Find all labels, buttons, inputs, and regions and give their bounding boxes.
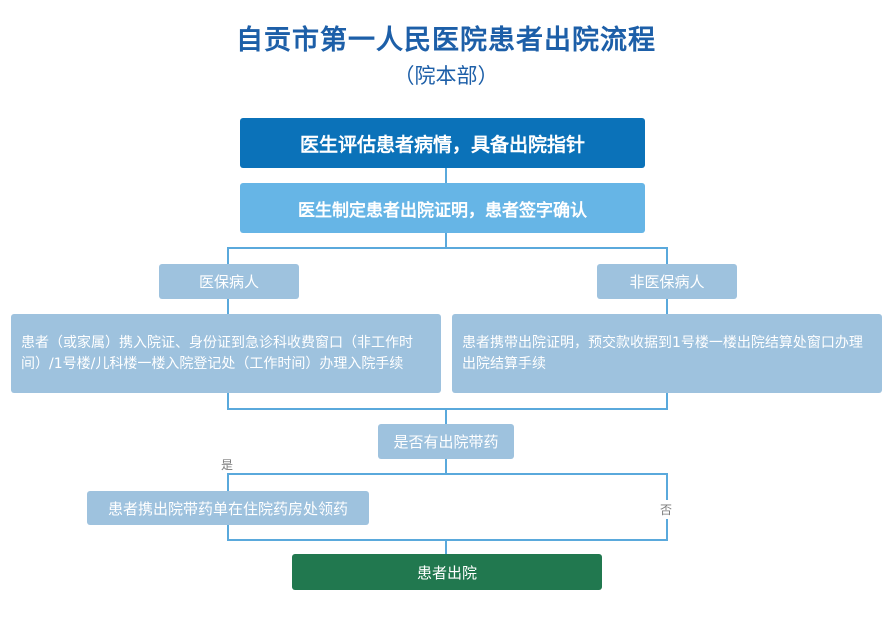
page-title: 自贡市第一人民医院患者出院流程 <box>236 25 656 56</box>
connector-uninsured-label-detail <box>666 299 668 314</box>
connector-insured-detail-down <box>227 393 229 409</box>
insured-detail-box: 患者（或家属）携入院证、身份证到急诊科收费窗口（非工作时间）/1号楼/儿科楼一楼… <box>11 314 441 393</box>
connector-to-discharge <box>445 539 447 554</box>
insured-patient-box: 医保病人 <box>159 264 299 299</box>
connector-to-insured <box>227 247 229 264</box>
connector-uninsured-detail-down <box>666 393 668 409</box>
medicine-question-text: 是否有出院带药 <box>393 433 499 451</box>
connector-pickup-down <box>227 525 229 540</box>
discharge-box: 患者出院 <box>292 554 602 590</box>
uninsured-patient-box: 非医保病人 <box>597 264 737 299</box>
connector-assess-certificate <box>445 168 447 183</box>
medicine-question-box: 是否有出院带药 <box>378 424 514 459</box>
uninsured-detail-box: 患者携带出院证明，预交款收据到1号楼一楼出院结算处窗口办理出院结算手续 <box>452 314 882 393</box>
connector-merge-to-question <box>445 408 447 424</box>
discharge-text: 患者出院 <box>416 563 477 582</box>
pickup-medicine-text: 患者携出院带药单在住院药房处领药 <box>107 499 348 518</box>
step-certificate-text: 医生制定患者出院证明，患者签字确认 <box>298 200 587 221</box>
insured-detail-text: 患者（或家属）携入院证、身份证到急诊科收费窗口（非工作时间）/1号楼/儿科楼一楼… <box>21 334 413 372</box>
connector-insured-label-detail <box>227 299 229 314</box>
step-certificate-box: 医生制定患者出院证明，患者签字确认 <box>240 183 645 233</box>
connector-question-down <box>445 459 447 474</box>
uninsured-detail-text: 患者携带出院证明，预交款收据到1号楼一楼出院结算处窗口办理出院结算手续 <box>462 334 863 372</box>
connector-merge-horizontal <box>227 408 668 410</box>
insured-patient-label: 医保病人 <box>198 273 259 291</box>
step-assess-box: 医生评估患者病情，具备出院指针 <box>240 118 645 168</box>
connector-final-horizontal <box>227 539 668 541</box>
uninsured-patient-label: 非医保病人 <box>629 273 705 291</box>
yes-label: 是 <box>221 458 234 472</box>
connector-split-horizontal <box>227 247 668 249</box>
connector-to-uninsured <box>666 247 668 264</box>
connector-yes-branch <box>227 473 229 491</box>
no-label: 否 <box>660 500 673 519</box>
step-assess-text: 医生评估患者病情，具备出院指针 <box>299 133 585 156</box>
connector-certificate-down <box>445 233 447 248</box>
pickup-medicine-box: 患者携出院带药单在住院药房处领药 <box>87 491 369 525</box>
connector-decision-horizontal <box>227 473 668 475</box>
page-subtitle: （院本部） <box>393 64 499 88</box>
